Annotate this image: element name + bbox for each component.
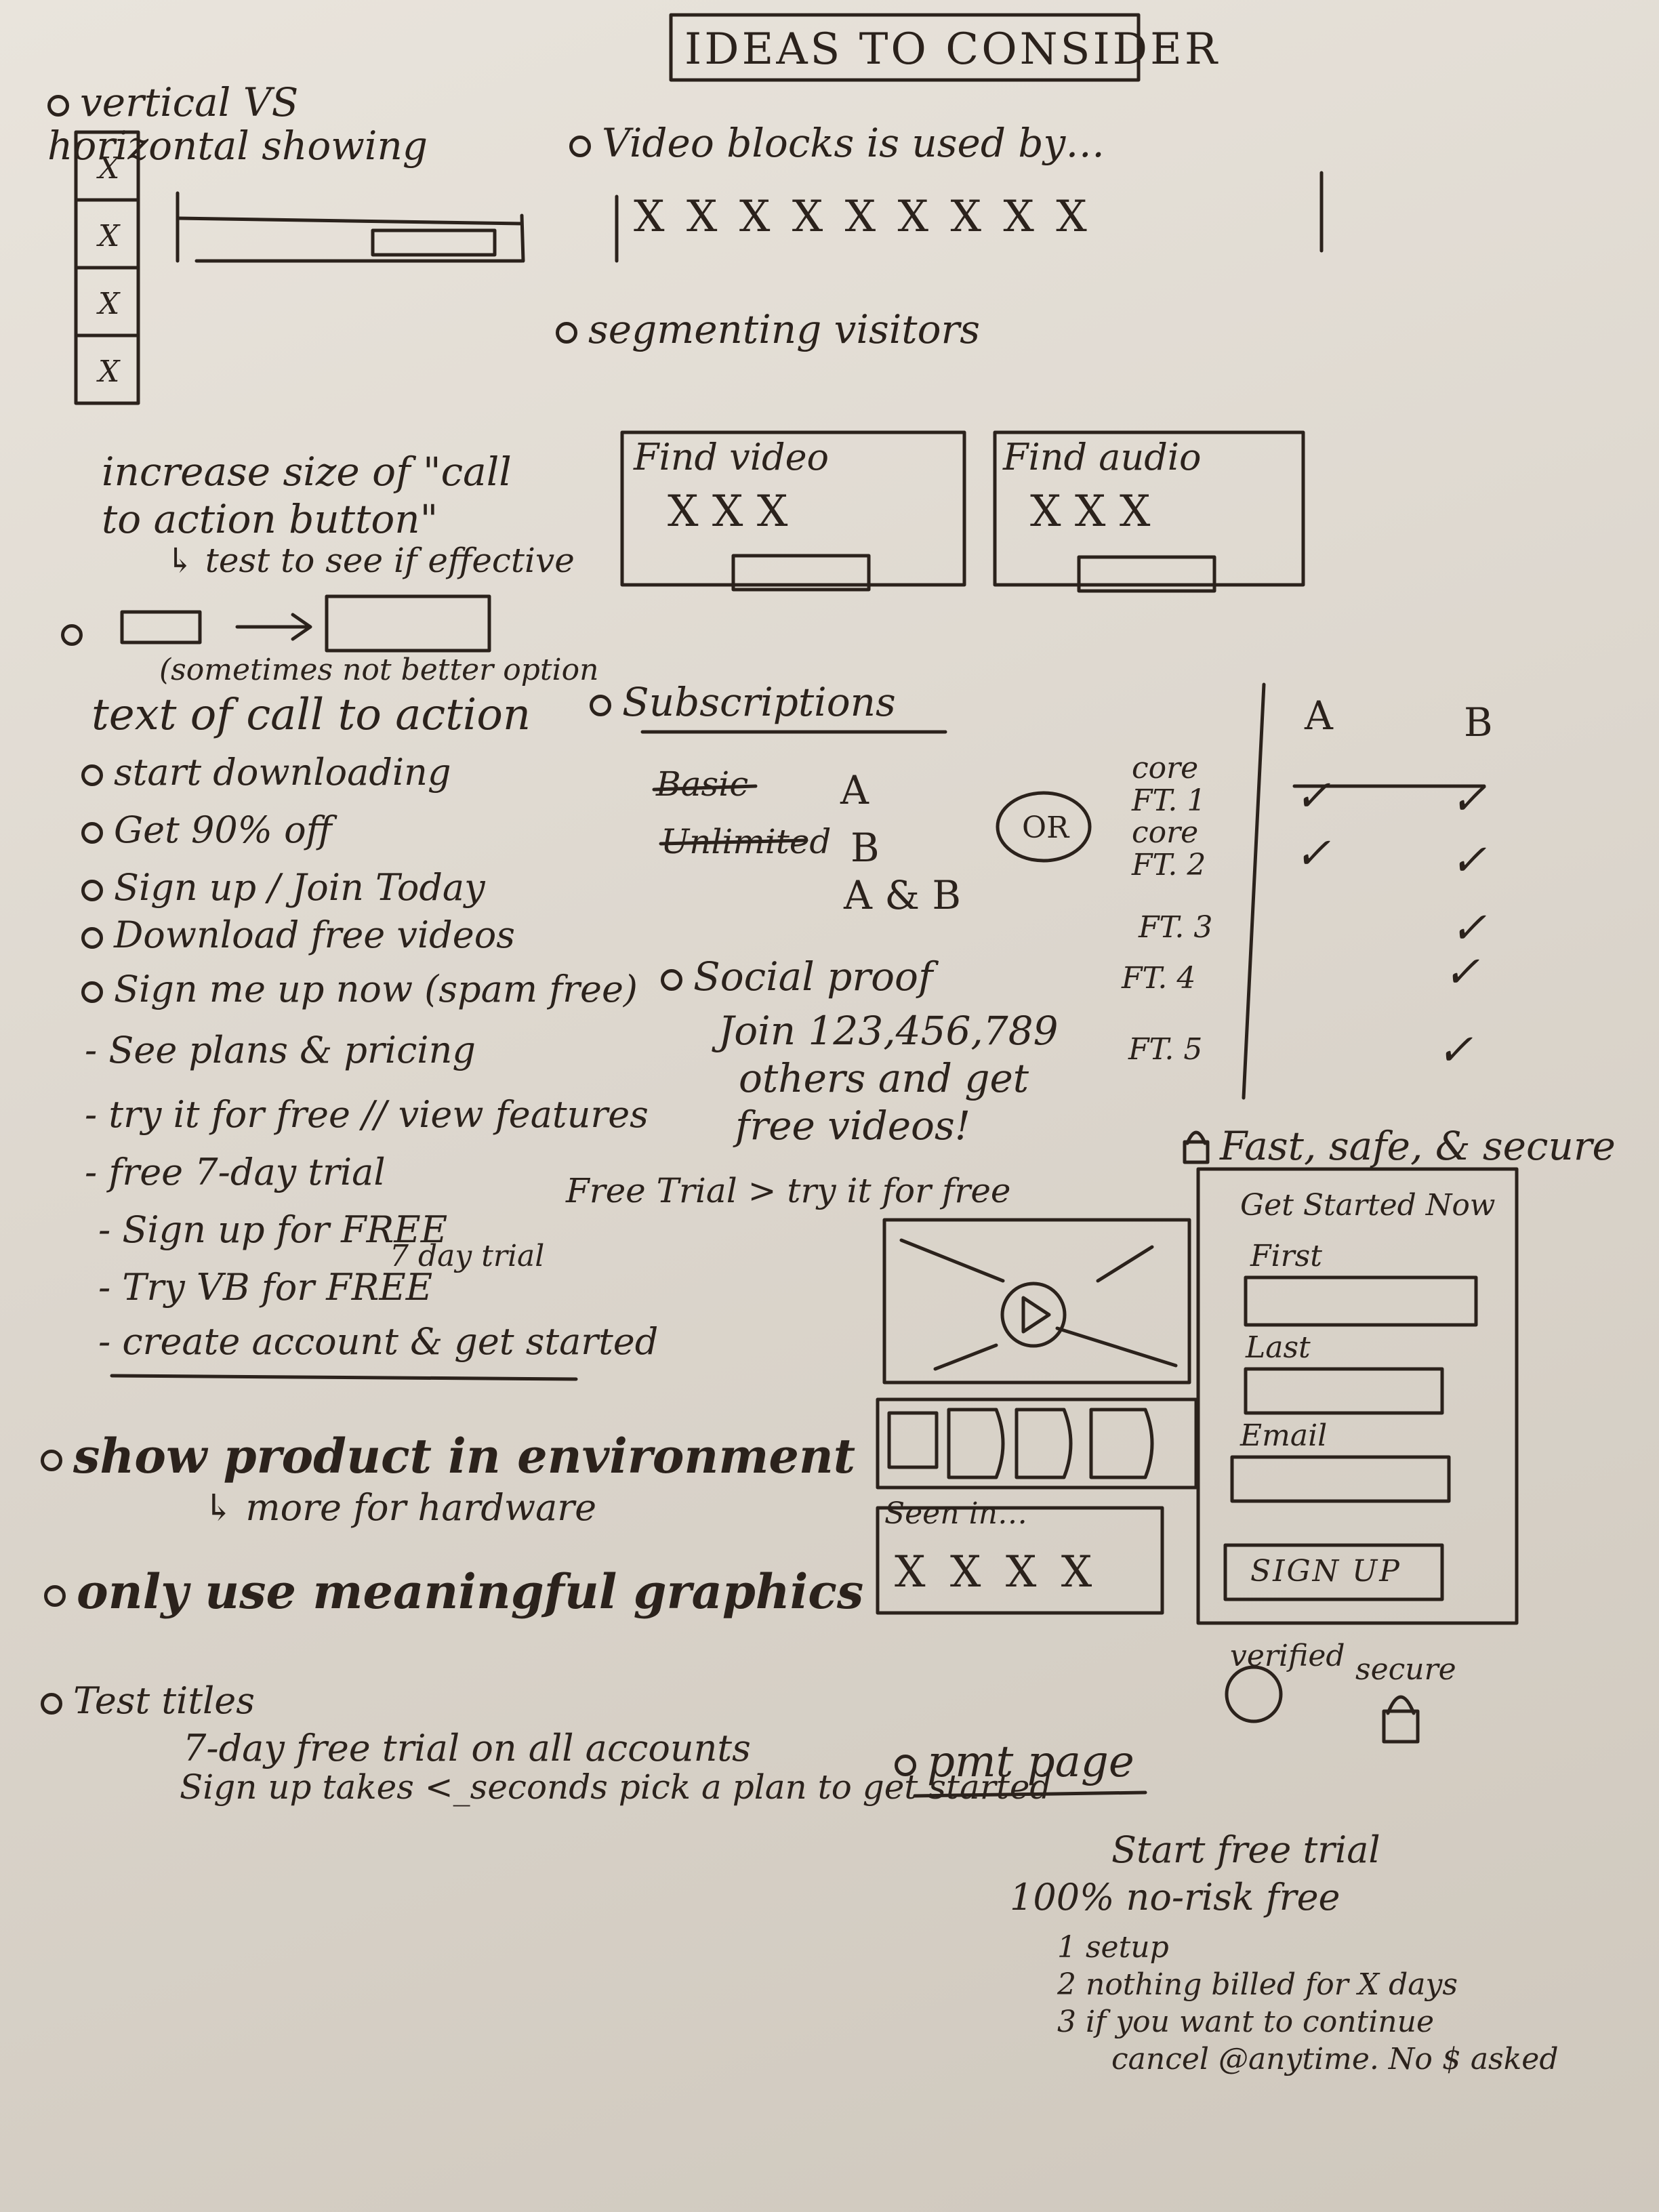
small-lock-icon	[1183, 1140, 1210, 1164]
email-label: Email	[1240, 1418, 1328, 1453]
graphics-heading: only use meaningful graphics	[44, 1565, 863, 1618]
strip-cell-mark: X	[98, 151, 120, 186]
test-titles-heading: Test titles	[41, 1681, 255, 1721]
cta-size-line: increase size of "call	[102, 449, 512, 495]
segment-card-label: Find audio	[1003, 436, 1202, 478]
struck-option: Unlimited	[661, 822, 832, 861]
signup-form-title: Get Started Now	[1240, 1188, 1496, 1223]
pmt-page-line: 100% no-risk free	[1010, 1876, 1340, 1919]
email-field	[1230, 1455, 1451, 1503]
subscription-option: B	[851, 825, 880, 871]
find-audio-card	[993, 430, 1305, 587]
feature-label: core FT. 1	[1132, 751, 1206, 819]
cta-text-item: Sign up for FREE	[98, 1210, 447, 1250]
feature-b-check: ✓	[1450, 775, 1487, 825]
feature-label: FT. 5	[1128, 1032, 1203, 1067]
first-name-label: First	[1250, 1239, 1322, 1273]
page-title: IDEAS TO CONSIDER	[684, 24, 1220, 75]
verified-label: verified	[1230, 1639, 1345, 1673]
cta-size-line: ↳ test to see if effective	[166, 541, 575, 580]
social-proof-line: Join 123,456,789	[718, 1008, 1059, 1054]
signup-button-label: SIGN UP	[1250, 1554, 1401, 1589]
lock-icon	[1382, 1709, 1420, 1744]
subscription-option: A & B	[844, 872, 962, 918]
pmt-page-step: cancel @anytime. No $ asked	[1111, 2042, 1559, 2076]
pmt-page-step: 3 if you want to continue	[1057, 2005, 1434, 2039]
test-titles-line: 7-day free trial on all accounts	[183, 1727, 751, 1769]
segment-card-marks: X X X	[1030, 487, 1151, 537]
subscription-option: A	[840, 767, 869, 813]
feature-a-check: ✓	[1294, 771, 1331, 821]
seen-in-marks: X X X X	[895, 1547, 1098, 1597]
pmt-page-step: 2 nothing billed for X days	[1057, 1967, 1458, 2002]
feature-b-check: ✓	[1450, 836, 1487, 886]
cta-text-item: Sign up / Join Today	[81, 867, 485, 908]
feature-label: core FT. 2	[1132, 815, 1206, 883]
show-product-sub: ↳ more for hardware	[203, 1486, 597, 1529]
cta-size-note: (sometimes not better option	[159, 653, 599, 687]
free-trial-note: Free Trial > try it for free	[566, 1171, 1011, 1210]
segmenting-heading: segmenting visitors	[556, 308, 980, 352]
video-hero-sketch	[882, 1218, 1191, 1385]
social-proof-line: others and get	[739, 1055, 1029, 1101]
signup-form-box	[1196, 1167, 1519, 1625]
find-video-card	[620, 430, 966, 587]
cta-text-heading: text of call to action	[91, 690, 531, 740]
or-label: OR	[1022, 811, 1069, 845]
seen-in-label: Seen in…	[884, 1496, 1027, 1531]
pmt-page-line: Start free trial	[1111, 1828, 1380, 1871]
feature-a-check: ✓	[1294, 829, 1331, 879]
strip-cell-mark: X	[98, 354, 120, 389]
cta-text-item: create account & get started	[98, 1322, 658, 1362]
segment-card-marks: X X X	[668, 487, 788, 537]
verified-badge	[1225, 1665, 1283, 1723]
ab-column-header: B	[1464, 699, 1493, 745]
video-blocks-heading: Video blocks is used by…	[569, 121, 1105, 165]
feature-b-check: ✓	[1437, 1025, 1473, 1076]
pmt-page-step: 1 setup	[1057, 1930, 1169, 1965]
struck-option: Basic	[656, 764, 749, 804]
feature-b-check: ✓	[1450, 903, 1487, 954]
last-name-field	[1244, 1367, 1444, 1415]
security-heading: Fast, safe, & secure	[1220, 1123, 1616, 1169]
strip-cell-mark: X	[98, 219, 120, 253]
cta-text-item: See plans & pricing	[85, 1030, 476, 1071]
cta-text-item: Try VB for FREE	[98, 1267, 432, 1308]
title-box	[669, 13, 1141, 82]
cta-text-item: Get 90% off	[81, 810, 332, 851]
social-proof-heading: Social proof	[661, 955, 933, 999]
strip-cell-mark: X	[98, 287, 120, 321]
ab-column-header: A	[1305, 693, 1333, 739]
cta-text-item: try it for free // view features	[85, 1094, 648, 1135]
show-product-heading: show product in environment	[41, 1430, 855, 1482]
cta-size-bullet	[61, 617, 94, 649]
cta-text-item: start downloading	[81, 752, 451, 793]
cta-text-item: Sign me up now (spam free)	[81, 969, 638, 1010]
feature-label: FT. 3	[1139, 910, 1213, 945]
first-name-field	[1244, 1275, 1478, 1327]
subscriptions-heading: Subscriptions	[590, 680, 896, 724]
secure-label: secure	[1355, 1652, 1456, 1687]
cta-text-item: Download free videos	[81, 915, 515, 956]
feature-b-check: ✓	[1443, 947, 1480, 998]
or-circle	[996, 791, 1092, 863]
vertical-vs-horizontal-heading: vertical VS horizontal showing	[47, 81, 508, 168]
feature-label: FT. 4	[1122, 961, 1196, 996]
cta-text-item: free 7-day trial	[85, 1152, 385, 1193]
seen-in-box	[876, 1506, 1164, 1615]
social-proof-line: free videos!	[735, 1103, 971, 1149]
last-name-label: Last	[1246, 1330, 1311, 1365]
video-blocks-logo-marks: X X X X X X X X X	[634, 192, 1091, 242]
segment-card-label: Find video	[634, 436, 830, 478]
cta-size-line: to action button"	[102, 496, 438, 542]
signup-button-sketch	[1223, 1543, 1444, 1601]
pmt-page-heading: pmt page	[895, 1738, 1134, 1786]
